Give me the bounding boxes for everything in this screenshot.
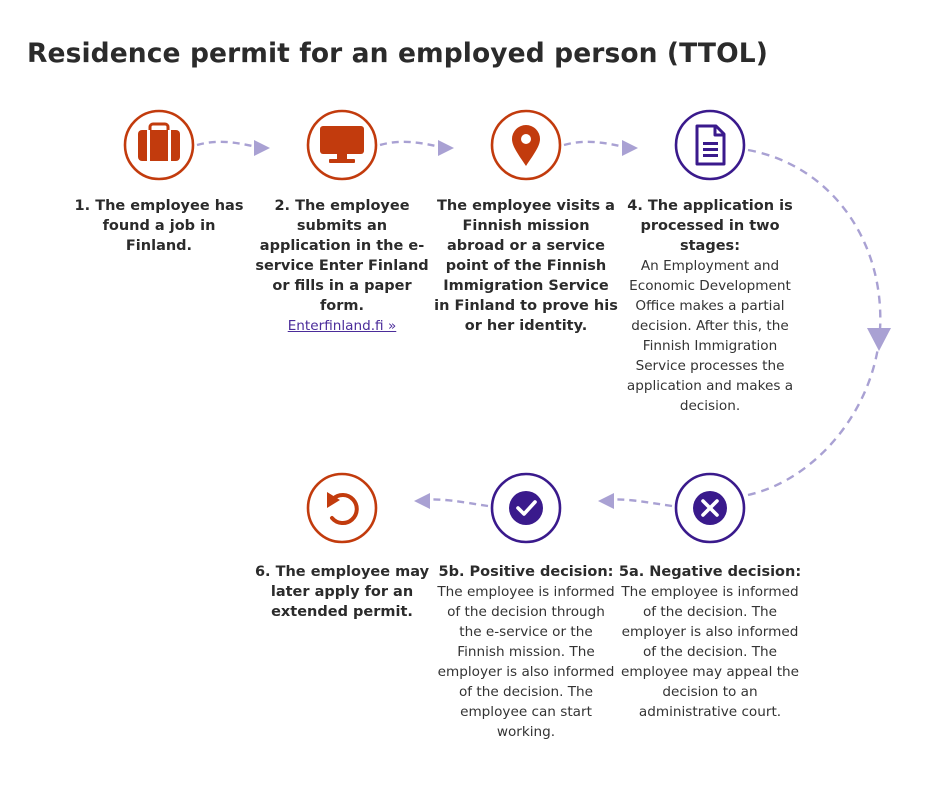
enterfinland-link[interactable]: Enterfinland.fi » [287,318,397,334]
check-circle-icon [509,491,543,525]
connector-5a-5b [605,498,673,508]
location-pin-icon [512,125,540,166]
step-4-description: An Employment and Economic Development O… [626,258,794,414]
arrowhead-5b-6 [414,493,430,509]
step-3-title: The employee visits a Finnish mission ab… [434,198,618,334]
step-1-title: 1. The employee has found a job in Finla… [74,198,244,254]
step-5b-title: 5b. Positive decision: [438,564,614,580]
briefcase-icon [138,122,180,161]
step-5b-node [490,472,562,544]
step-4-node [674,109,746,181]
step-1-text: 1. The employee has found a job in Finla… [67,196,251,256]
connector-5b-6 [421,498,489,508]
step-6-title: 6. The employee may later apply for an e… [254,564,430,620]
step-3-node [490,109,562,181]
connector-2-3 [379,140,447,150]
computer-monitor-icon [320,126,364,163]
undo-arrow-icon [327,492,359,526]
arrowhead-4-5a [867,328,891,351]
step-5a-text: 5a. Negative decision: The employee is i… [618,562,802,722]
step-2-node [306,109,378,181]
step-4-title: 4. The application is processed in two s… [627,198,793,254]
step-5b-text: 5b. Positive decision: The employee is i… [434,562,618,742]
arrowhead-3-4 [622,140,638,156]
page-title: Residence permit for an employed person … [27,38,768,69]
step-5a-title: 5a. Negative decision: [618,564,802,580]
step-5a-description: The employee is informed of the decision… [620,584,800,720]
arrowhead-5a-5b [598,493,614,509]
step-4-text: 4. The application is processed in two s… [618,196,802,416]
step-6-text: 6. The employee may later apply for an e… [250,562,434,622]
arrowhead-2-3 [438,140,454,156]
document-icon [695,124,726,166]
step-2-text: 2. The employee submits an application i… [250,196,434,336]
x-circle-icon [693,491,727,525]
step-3-text: The employee visits a Finnish mission ab… [434,196,618,336]
connector-1-2 [196,140,263,150]
step-2-title: 2. The employee submits an application i… [255,198,429,314]
connector-3-4 [563,140,631,150]
step-5a-node [674,472,746,544]
step-1-node [123,109,195,181]
arrowhead-1-2 [254,140,270,156]
step-6-node [306,472,378,544]
step-5b-description: The employee is informed of the decision… [437,584,615,740]
